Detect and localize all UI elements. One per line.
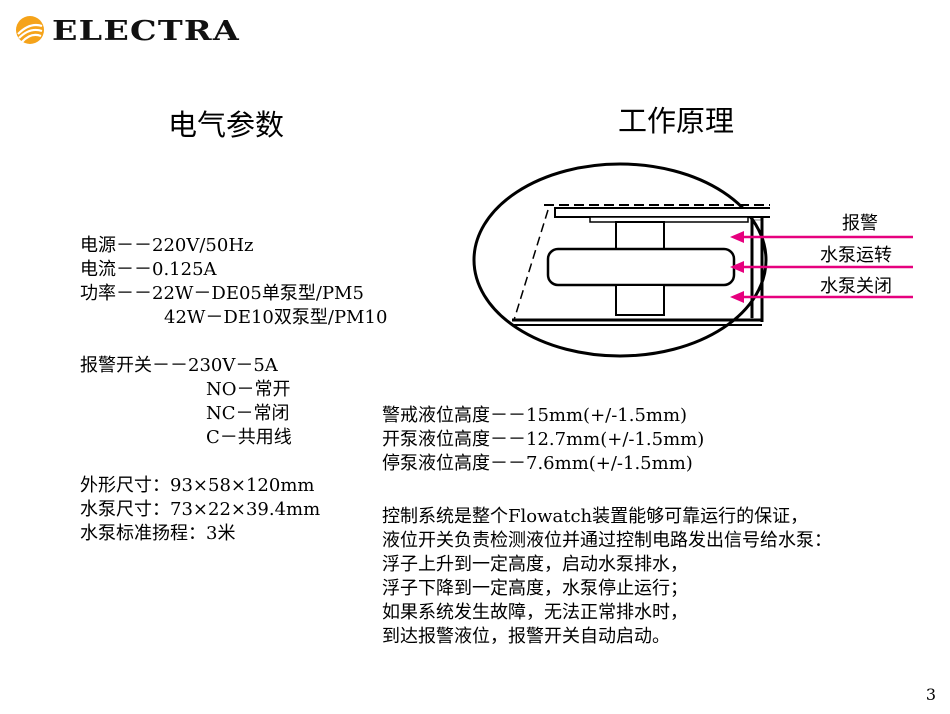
description-line: 浮子下降到一定高度，水泵停止运行；	[382, 578, 688, 599]
param-line: 报警开关－－230V－5A	[80, 355, 278, 376]
param-line: 外形尺寸：93×58×120mm	[80, 475, 315, 496]
spacer	[80, 330, 387, 354]
label-pump-off: 水泵关闭	[820, 276, 892, 297]
param-line: 电流－－0.125A	[80, 259, 217, 280]
param-line: 电源－－220V/50Hz	[80, 235, 254, 256]
description-line: 控制系统是整个Flowatch装置能够可靠运行的保证，	[382, 506, 809, 527]
arrow-pump-off	[730, 291, 913, 303]
electra-logo: ELECTRA	[16, 16, 240, 46]
level-line: 开泵液位高度－－12.7mm(+/-1.5mm)	[382, 429, 705, 450]
logo-wordmark: ELECTRA	[52, 16, 240, 46]
level-line: 警戒液位高度－－15mm(+/-1.5mm)	[382, 405, 688, 426]
description-line: 液位开关负责检测液位并通过控制电路发出信号给水泵：	[382, 530, 832, 551]
param-line: NO－常开	[206, 379, 291, 400]
level-heights: 警戒液位高度－－15mm(+/-1.5mm) 开泵液位高度－－12.7mm(+/…	[382, 404, 704, 476]
param-line: 水泵标准扬程：3米	[80, 523, 236, 544]
description-line: 如果系统发生故障，无法正常排水时，	[382, 602, 688, 623]
control-description: 控制系统是整个Flowatch装置能够可靠运行的保证， 液位开关负责检测液位并通…	[382, 505, 832, 649]
param-line: C－共用线	[206, 427, 292, 448]
electrical-params: 电源－－220V/50Hz 电流－－0.125A 功率－－22W－DE05单泵型…	[80, 234, 387, 546]
signal-arrows	[730, 231, 913, 303]
param-line: 水泵尺寸：73×22×39.4mm	[80, 499, 321, 520]
description-line: 浮子上升到一定高度，启动水泵排水，	[382, 554, 688, 575]
param-line: NC－常闭	[206, 403, 290, 424]
param-line: 功率－－22W－DE05单泵型/PM5	[80, 283, 364, 304]
arrow-pump-on	[730, 261, 913, 273]
sun-logo-icon	[16, 16, 44, 44]
right-title: 工作原理	[618, 104, 735, 138]
label-alarm: 报警	[842, 213, 878, 234]
spacer	[80, 450, 387, 474]
arrow-alarm	[730, 231, 913, 243]
page-number: 3	[925, 685, 936, 704]
working-principle-diagram	[472, 162, 770, 358]
label-pump-on: 水泵运转	[820, 245, 892, 266]
description-line: 到达报警液位，报警开关自动启动。	[382, 626, 670, 647]
param-line: 42W－DE10双泵型/PM10	[164, 307, 388, 328]
left-title: 电气参数	[168, 108, 285, 142]
level-line: 停泵液位高度－－7.6mm(+/-1.5mm)	[382, 453, 693, 474]
